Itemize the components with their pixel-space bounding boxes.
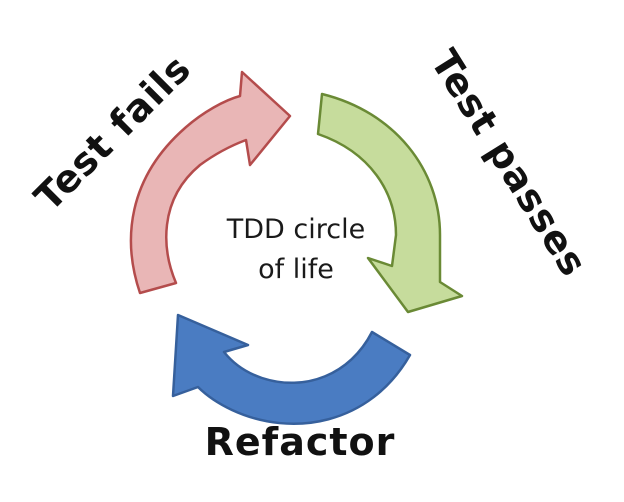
test-passes-arrow [316, 92, 464, 314]
label-refactor: Refactor [205, 420, 396, 464]
center-title-line-2: of life [258, 254, 334, 285]
label-test-passes: Test passes [422, 42, 596, 284]
center-title-line-1: TDD circle [226, 214, 365, 245]
refactor-arrow [171, 313, 412, 425]
test-fails-arrow [129, 70, 292, 295]
